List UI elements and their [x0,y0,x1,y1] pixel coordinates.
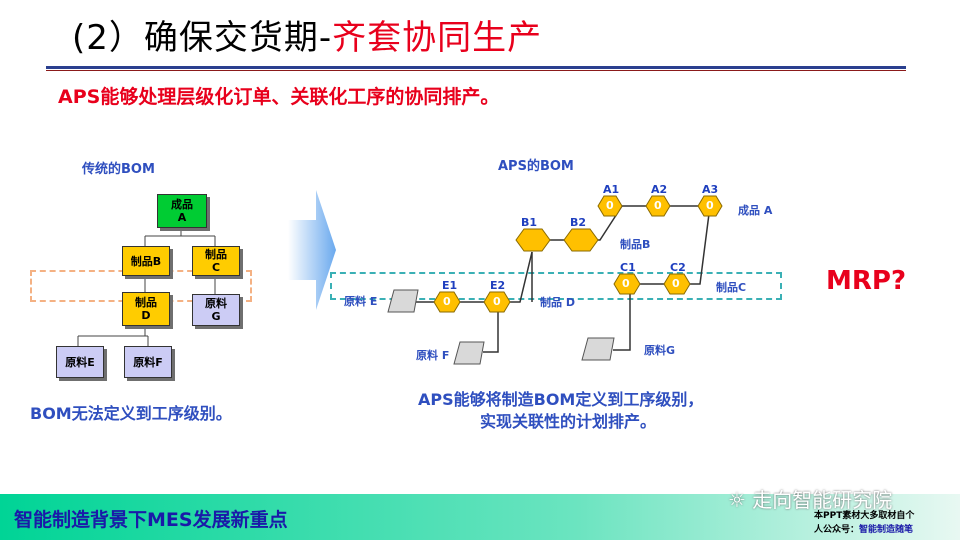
node-wip-c: 制品 C [192,246,240,276]
node-wip-d-line2: D [141,309,151,322]
page-title: (2）确保交货期-齐套协同生产 [72,10,542,59]
op-b1-label: B1 [521,216,538,229]
footer-fine-line2a: 人公众号： [814,525,860,535]
aps-label-product-a: 成品 A [738,204,773,217]
aps-highlight-band [330,272,782,300]
op-a3-label: A3 [702,183,719,196]
wechat-icon: ☼ [728,488,746,512]
aps-label-raw-f: 原料 F [416,349,450,362]
node-wip-b: 制品B [122,246,170,276]
aps-note-line1: APS能够将制造BOM定义到工序级别， [418,390,704,409]
title-divider [46,66,906,69]
watermark: ☼ 走向智能研究院 [728,484,892,513]
node-raw-g-line2: G [211,310,221,323]
op-a2-label: A2 [651,183,668,196]
node-product-a: 成品 A [157,194,207,228]
title-highlight: 齐套协同生产 [332,18,543,58]
title-divider-accent [46,70,906,71]
op-b2-label: B2 [570,216,587,229]
node-wip-d: 制品 D [122,292,170,326]
op-a1-label: A1 [603,183,620,196]
op-a2-value: 0 [654,199,662,212]
footer-title: 智能制造背景下MES发展新重点 [14,509,288,531]
watermark-text: 走向智能研究院 [752,488,893,512]
op-a1-value: 0 [606,199,614,212]
footer-fine-line1: 本PPT素材大多取材自个 [814,511,915,521]
aps-label-raw-e: 原料 E [344,295,378,308]
op-e2-value: 0 [493,295,501,308]
op-e1-value: 0 [443,295,451,308]
footer-bar [0,494,960,540]
aps-note-line2: 实现关联性的计划排产。 [480,412,657,431]
op-e1-label: E1 [442,279,458,292]
traditional-bom-label: 传统的BOM [82,162,155,177]
mrp-question: MRP? [826,266,907,296]
op-c1-label: C1 [620,261,636,274]
node-wip-b-line1: 制品B [130,254,162,268]
node-product-a-line1: 成品 [171,198,193,211]
traditional-note: BOM无法定义到工序级别。 [30,404,232,423]
aps-label-wip-b: 制品B [620,238,651,251]
subtitle: APS能够处理层级化订单、关联化工序的协同排产。 [58,86,500,108]
op-c2-value: 0 [672,277,680,290]
node-wip-c-line2: C [211,261,221,274]
aps-label-wip-c: 制品C [716,281,747,294]
op-c1-value: 0 [622,277,630,290]
footer-fine-line2b: 智能制造随笔 [859,525,914,535]
op-c2-label: C2 [670,261,686,274]
op-e2-label: E2 [490,279,506,292]
aps-bom-label: APS的BOM [498,159,574,174]
title-prefix: (2）确保交货期- [72,18,333,58]
node-raw-g-line1: 原料 [205,297,227,310]
node-raw-e: 原料E [56,346,104,378]
node-wip-d-line1: 制品 [135,296,157,309]
transition-arrow-icon [288,190,336,310]
node-product-a-line2: A [177,211,187,224]
op-a3-value: 0 [706,199,714,212]
node-raw-f-line1: 原料F [133,355,163,369]
node-wip-c-line1: 制品 [205,248,227,261]
node-raw-e-line1: 原料E [65,355,95,369]
node-raw-g: 原料 G [192,294,240,326]
footer-fine-line2: 人公众号：智能制造随笔 [814,522,913,535]
node-raw-f: 原料F [124,346,172,378]
aps-label-wip-d: 制品 D [540,296,575,309]
aps-label-raw-g: 原料G [644,344,676,357]
